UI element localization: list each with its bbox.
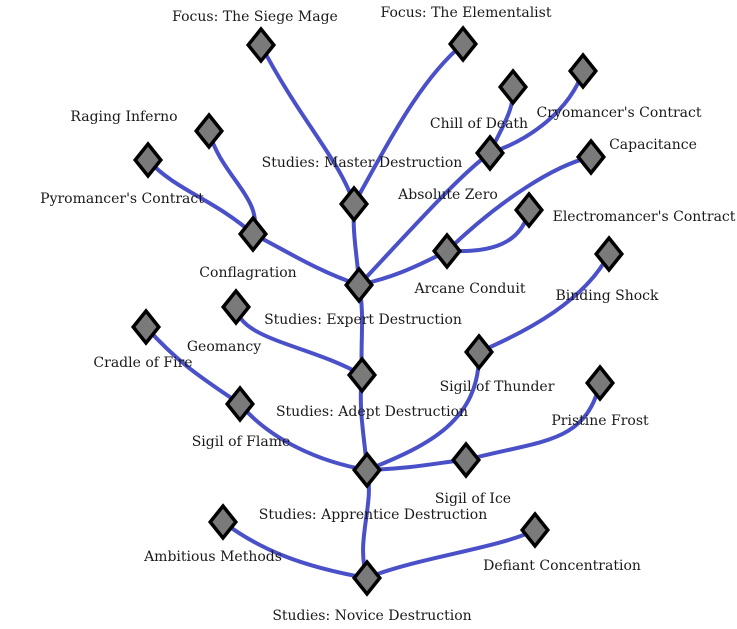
edge-absolute_zero-to-cryo	[488, 69, 585, 155]
label-siege: Focus: The Siege Mage	[172, 9, 338, 25]
node-electro[interactable]	[513, 191, 545, 229]
label-arcane: Arcane Conduit	[414, 281, 526, 297]
label-absolute_zero: Absolute Zero	[397, 187, 498, 203]
edge-novice-to-ambitious	[221, 520, 369, 580]
node-cryo[interactable]	[567, 52, 599, 90]
node-master[interactable]	[338, 185, 370, 223]
label-cryo: Cryomancer's Contract	[537, 105, 702, 121]
node-apprentice[interactable]	[351, 451, 383, 489]
node-siege[interactable]	[245, 26, 277, 64]
edge-master-to-elementalist	[352, 42, 465, 206]
edge-apprentice-to-sigil_flame	[238, 402, 369, 472]
label-sigil_ice: Sigil of Ice	[435, 491, 511, 507]
edge-sigil_ice-to-pristine	[464, 381, 602, 462]
label-electro: Electromancer's Contract	[553, 209, 736, 225]
label-sigil_thunder: Sigil of Thunder	[440, 379, 555, 395]
edge-novice-to-defiant	[365, 528, 537, 580]
edge-master-to-siege	[259, 43, 356, 206]
label-inferno: Raging Inferno	[70, 109, 177, 125]
node-pyro_contract[interactable]	[132, 141, 164, 179]
node-chill[interactable]	[497, 68, 529, 106]
label-layer: Studies: Novice Destruction Ambitious Met…	[40, 5, 736, 624]
edge-arcane-to-capacitance	[445, 155, 593, 253]
label-expert: Studies: Expert Destruction	[264, 312, 462, 328]
label-chill: Chill of Death	[430, 116, 528, 132]
edge-sigil_flame-to-cradle	[144, 325, 242, 406]
label-sigil_flame: Sigil of Flame	[192, 434, 291, 450]
node-sigil_flame[interactable]	[224, 385, 256, 423]
label-apprentice: Studies: Apprentice Destruction	[259, 507, 487, 523]
node-binding[interactable]	[593, 235, 625, 273]
node-cradle[interactable]	[130, 308, 162, 346]
label-geomancy: Geomancy	[187, 339, 261, 355]
node-sigil_ice[interactable]	[450, 441, 482, 479]
node-capacitance[interactable]	[575, 138, 607, 176]
label-conflagration: Conflagration	[199, 265, 296, 281]
label-adept: Studies: Adept Destruction	[276, 404, 468, 420]
node-defiant[interactable]	[519, 511, 551, 549]
node-novice[interactable]	[351, 559, 383, 597]
edge-expert-to-absolute_zero	[357, 151, 492, 287]
node-absolute_zero[interactable]	[474, 134, 506, 172]
label-defiant: Defiant Concentration	[483, 558, 641, 574]
label-cradle: Cradle of Fire	[93, 355, 192, 371]
label-novice: Studies: Novice Destruction	[272, 608, 471, 624]
node-layer	[130, 25, 625, 597]
node-conflagration[interactable]	[237, 215, 269, 253]
node-ambitious[interactable]	[207, 503, 239, 541]
label-binding: Binding Shock	[555, 288, 659, 304]
label-master: Studies: Master Destruction	[262, 155, 463, 171]
label-capacitance: Capacitance	[609, 137, 697, 153]
node-expert[interactable]	[343, 266, 375, 304]
label-pyro_contract: Pyromancer's Contract	[40, 191, 204, 207]
node-geomancy[interactable]	[220, 288, 252, 326]
node-sigil_thunder[interactable]	[463, 333, 495, 371]
node-inferno[interactable]	[193, 112, 225, 150]
edge-sigil_thunder-to-binding	[477, 252, 611, 354]
node-pristine[interactable]	[584, 364, 616, 402]
node-arcane[interactable]	[431, 232, 463, 270]
node-elementalist[interactable]	[447, 25, 479, 63]
edge-apprentice-to-sigil_thunder	[365, 350, 482, 472]
label-pristine: Pristine Frost	[551, 413, 649, 429]
label-elementalist: Focus: The Elementalist	[381, 5, 552, 21]
node-adept[interactable]	[346, 356, 378, 394]
edge-conflagration-to-pyro_contract	[146, 158, 255, 236]
label-ambitious: Ambitious Methods	[143, 549, 282, 565]
